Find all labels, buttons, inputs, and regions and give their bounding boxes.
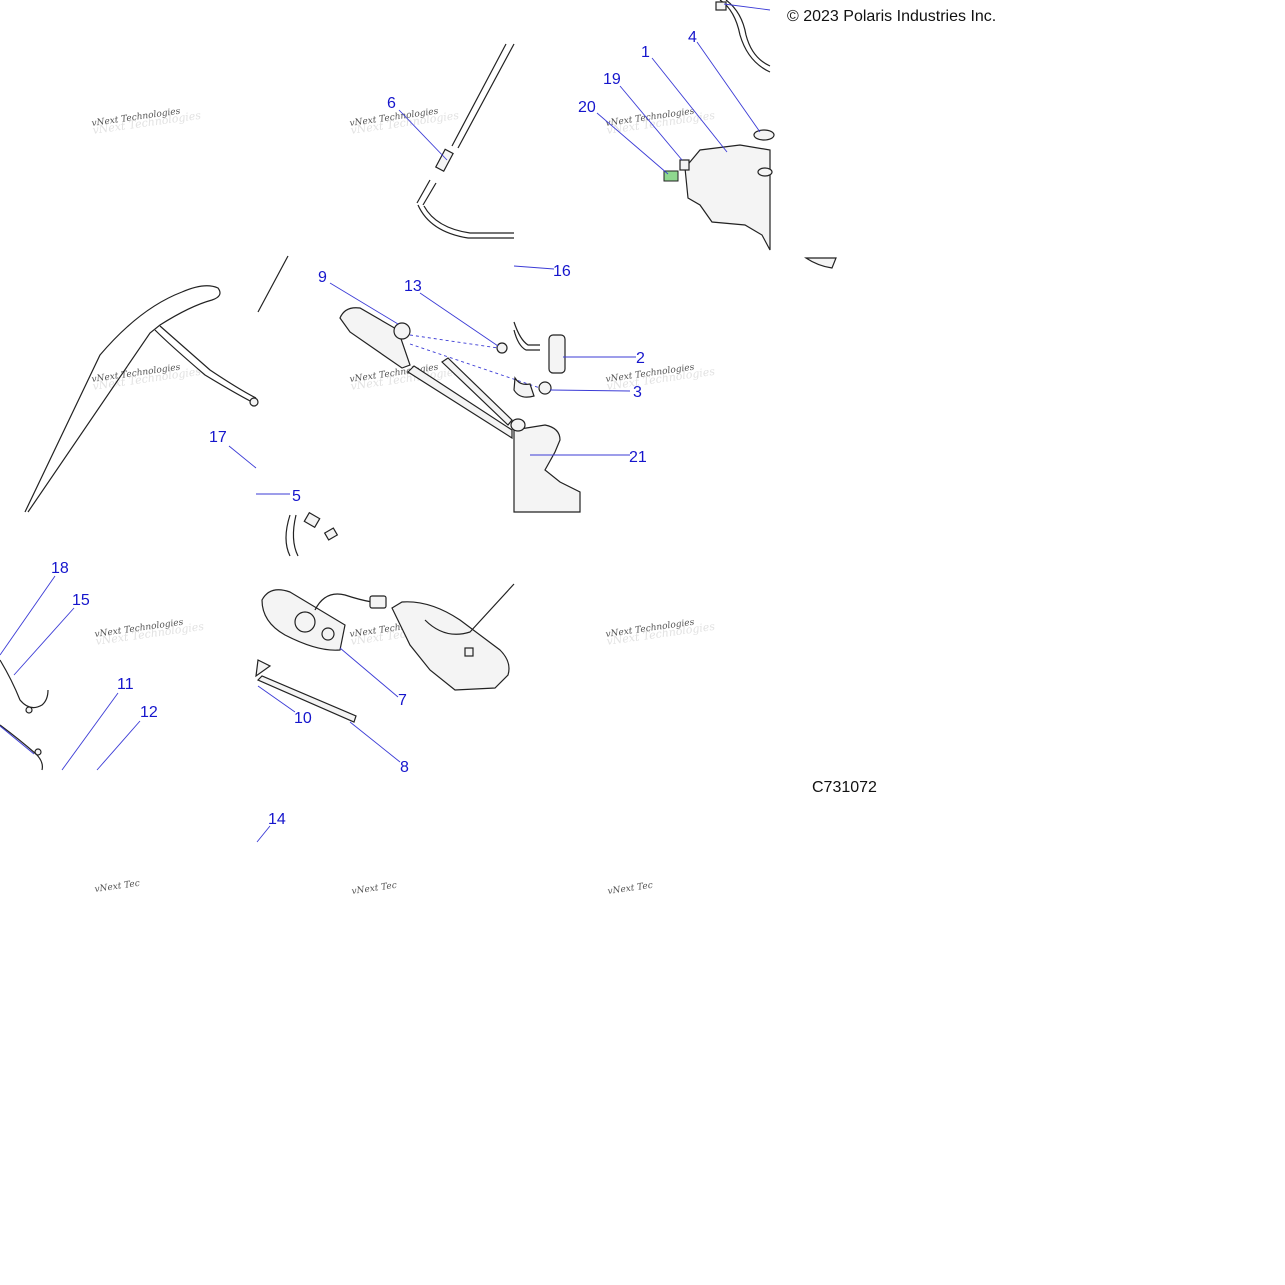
callout-2: 2 — [636, 350, 645, 367]
callout-1: 1 — [641, 44, 650, 61]
callout-7: 7 — [398, 692, 407, 709]
figure-code: C731072 — [812, 779, 877, 796]
watermark-truncated: vNext Tec — [351, 881, 397, 897]
callout-6: 6 — [387, 95, 396, 112]
callout-20: 20 — [578, 99, 596, 116]
washer-pump — [510, 321, 581, 513]
wiper-motor — [255, 589, 387, 723]
washer-hose-lower — [0, 659, 49, 771]
wiper-bracket — [391, 583, 515, 691]
callout-13: 13 — [404, 278, 422, 295]
callout-5: 5 — [292, 488, 301, 505]
callout-10: 10 — [294, 710, 312, 727]
callout-8: 8 — [400, 759, 409, 776]
callout-15: 15 — [72, 592, 90, 609]
callout-19: 19 — [603, 71, 621, 88]
washer-hose-long — [24, 255, 289, 513]
washer-reservoir — [663, 0, 837, 269]
callouts: 1 2 3 4 5 6 7 8 9 10 11 12 13 14 15 16 1… — [51, 29, 697, 828]
callout-17: 17 — [209, 429, 227, 446]
callout-12: 12 — [140, 704, 158, 721]
leader-lines — [0, 3, 771, 843]
callout-18: 18 — [51, 560, 69, 577]
watermark-truncated: vNext Tec — [607, 881, 653, 897]
callout-9: 9 — [318, 269, 327, 286]
callout-3: 3 — [633, 384, 642, 401]
callout-4: 4 — [688, 29, 697, 46]
callout-16: 16 — [553, 263, 571, 280]
wiper-arm — [285, 307, 541, 557]
watermark-truncated: vNext Tec — [94, 879, 140, 895]
callout-21: 21 — [629, 449, 647, 466]
callout-14: 14 — [268, 811, 286, 828]
copyright-notice: © 2023 Polaris Industries Inc. — [787, 8, 997, 25]
callout-11: 11 — [117, 676, 134, 693]
washer-hose-upper — [416, 43, 515, 239]
